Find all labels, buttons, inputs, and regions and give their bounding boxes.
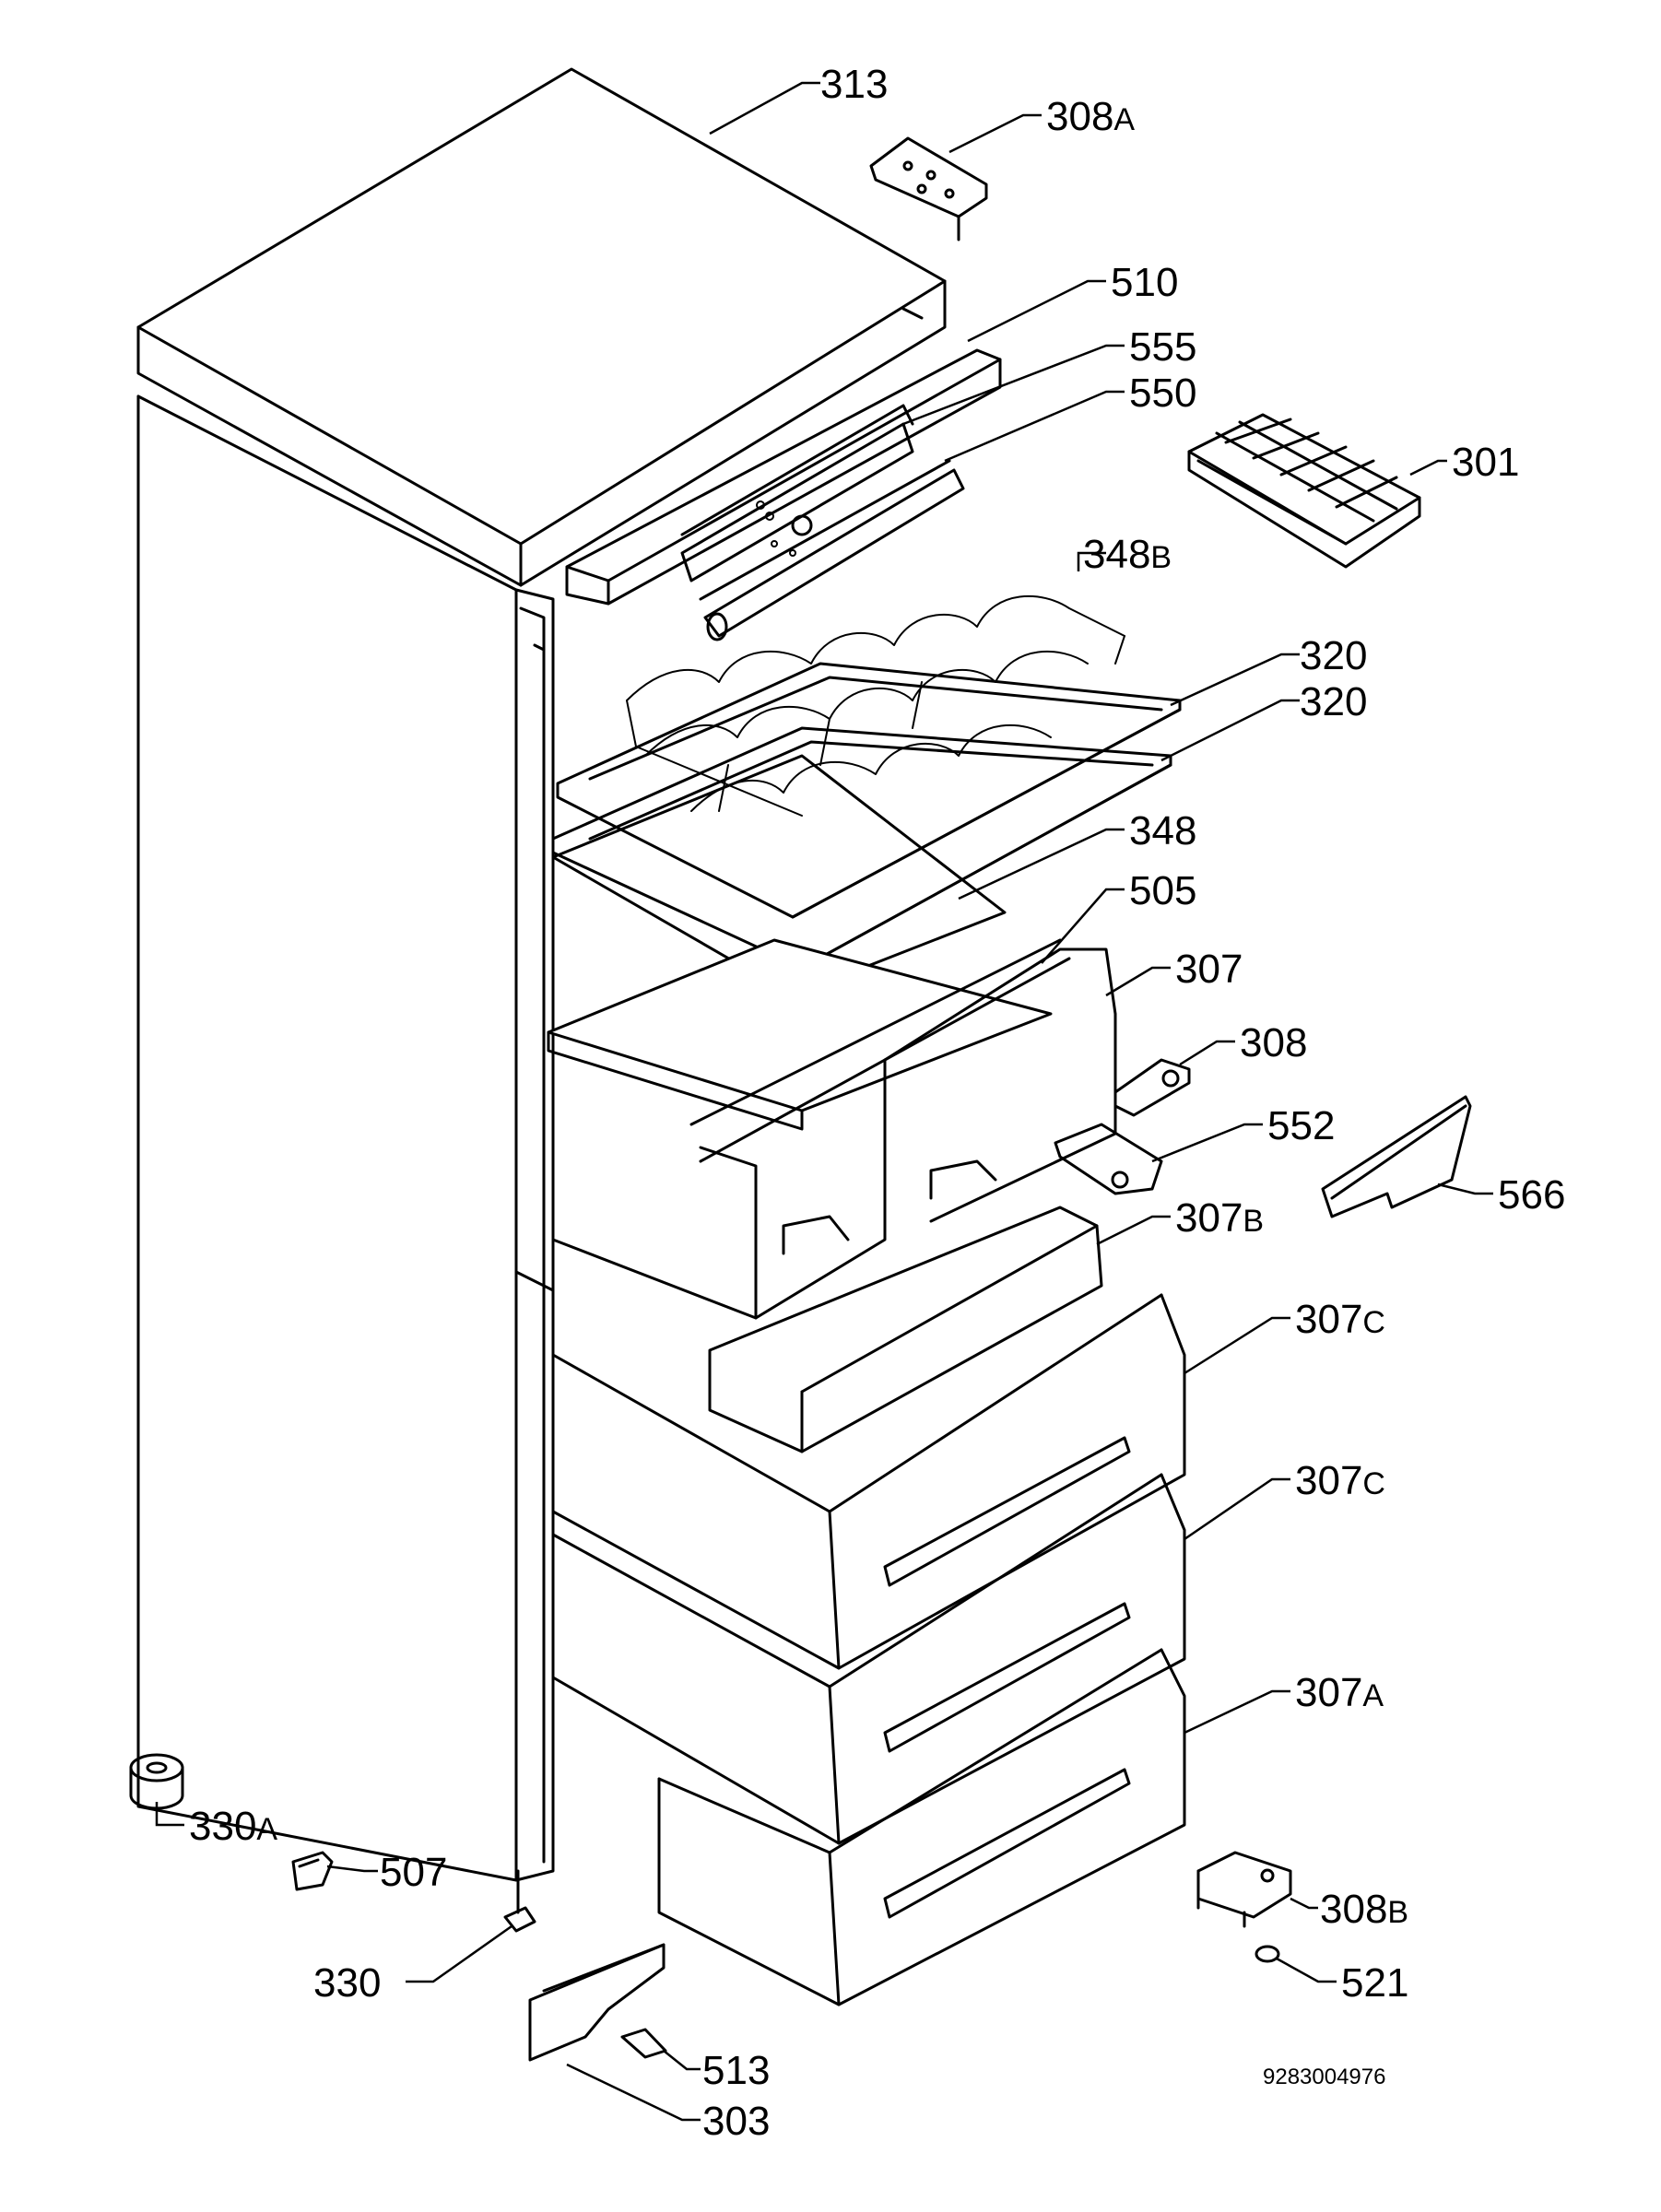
label-303: 303 bbox=[702, 2099, 771, 2144]
cabinet-body bbox=[136, 394, 555, 1882]
part-313-top-cover bbox=[136, 67, 947, 587]
label-307c-upper: 307C bbox=[1295, 1297, 1385, 1342]
leader-lines bbox=[155, 81, 1493, 2122]
leader-330 bbox=[406, 1924, 512, 1983]
leader-308 bbox=[1179, 1040, 1235, 1066]
leader-301 bbox=[1409, 459, 1447, 477]
label-313: 313 bbox=[820, 62, 889, 107]
leader-307c2 bbox=[1184, 1477, 1290, 1541]
label-301: 301 bbox=[1452, 440, 1520, 485]
leader-307a bbox=[1184, 1689, 1290, 1735]
label-307b: 307B bbox=[1175, 1195, 1265, 1241]
label-330a: 330A bbox=[189, 1804, 278, 1849]
part-505-glass-cover bbox=[547, 938, 1053, 1131]
leader-348 bbox=[958, 828, 1125, 900]
label-308: 308 bbox=[1240, 1020, 1308, 1065]
label-348: 348 bbox=[1129, 808, 1197, 853]
label-555: 555 bbox=[1129, 324, 1197, 370]
part-307c-freezer-drawer-lower bbox=[551, 1473, 1186, 1845]
label-552: 552 bbox=[1267, 1103, 1336, 1148]
leader-313 bbox=[709, 81, 820, 135]
label-307: 307 bbox=[1175, 947, 1243, 992]
leader-303 bbox=[566, 2063, 701, 2122]
part-301-ice-tray bbox=[1187, 413, 1421, 569]
leader-308b bbox=[1290, 1897, 1318, 1910]
label-308b: 308B bbox=[1320, 1887, 1409, 1932]
part-555-control-panel bbox=[680, 404, 914, 582]
part-307b-drawer-cover bbox=[708, 1206, 1103, 1453]
part-320-glass-shelf-upper bbox=[556, 662, 1182, 919]
label-513: 513 bbox=[702, 2048, 771, 2093]
part-303-plinth bbox=[528, 1943, 666, 2062]
part-320-glass-shelf-lower bbox=[551, 726, 1172, 970]
part-330-adjustable-foot bbox=[503, 1869, 536, 1933]
label-507: 507 bbox=[380, 1850, 448, 1895]
leader-348b bbox=[1077, 551, 1106, 571]
part-552-cover bbox=[1054, 1123, 1163, 1195]
part-513-vent bbox=[620, 2028, 667, 2059]
leader-308a bbox=[948, 113, 1042, 154]
leader-330a bbox=[155, 1802, 184, 1827]
leader-307c1 bbox=[1184, 1316, 1290, 1375]
part-308a-top-hinge bbox=[869, 136, 988, 241]
document-number: 9283004976 bbox=[1263, 2065, 1386, 2089]
part-307-crisper-drawer bbox=[551, 938, 1117, 1320]
leader-320b bbox=[1160, 699, 1300, 762]
part-521-plug bbox=[1255, 1945, 1280, 1963]
leader-566 bbox=[1437, 1182, 1493, 1195]
part-308-hinge bbox=[1113, 1058, 1191, 1117]
label-521: 521 bbox=[1341, 1960, 1409, 2006]
leader-550 bbox=[944, 390, 1125, 463]
leader-320a bbox=[1170, 653, 1300, 707]
leader-521 bbox=[1276, 1957, 1337, 1983]
label-510: 510 bbox=[1111, 260, 1179, 305]
label-330: 330 bbox=[313, 1960, 382, 2006]
leader-552 bbox=[1151, 1123, 1263, 1163]
label-505: 505 bbox=[1129, 868, 1197, 913]
leader-555 bbox=[902, 344, 1125, 426]
part-348b-wine-rack bbox=[626, 594, 1125, 817]
label-550: 550 bbox=[1129, 371, 1197, 416]
part-550-light-housing bbox=[699, 459, 965, 641]
leader-513 bbox=[663, 2050, 701, 2071]
label-348b: 348B bbox=[1083, 532, 1172, 577]
leader-505 bbox=[1041, 888, 1125, 964]
part-348-shelf bbox=[551, 754, 1007, 997]
leader-307 bbox=[1105, 966, 1171, 997]
label-307c-lower: 307C bbox=[1295, 1458, 1385, 1503]
part-507-clip bbox=[291, 1851, 334, 1891]
part-308b-bottom-hinge bbox=[1196, 1851, 1292, 1928]
leader-510 bbox=[967, 279, 1106, 343]
label-320-upper: 320 bbox=[1300, 633, 1368, 678]
label-566: 566 bbox=[1498, 1172, 1566, 1218]
label-308a: 308A bbox=[1046, 94, 1136, 139]
leader-507 bbox=[326, 1865, 378, 1873]
label-320-lower: 320 bbox=[1300, 679, 1368, 724]
part-307a-freezer-drawer-bottom bbox=[657, 1648, 1186, 2006]
part-566-handle bbox=[1321, 1095, 1472, 1218]
leader-307b bbox=[1096, 1215, 1171, 1246]
label-307a: 307A bbox=[1295, 1670, 1384, 1715]
